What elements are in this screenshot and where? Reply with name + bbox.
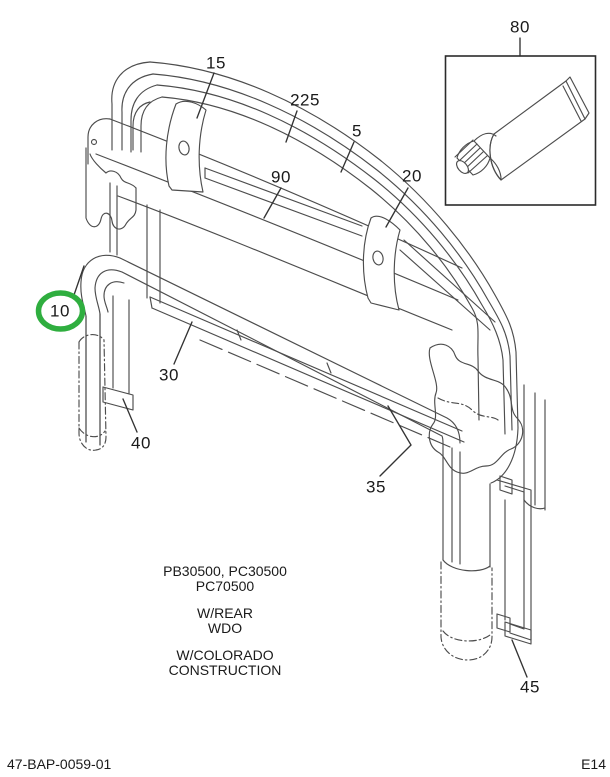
inset-box bbox=[444, 55, 597, 206]
callout-45[interactable]: 45 bbox=[520, 677, 540, 697]
construction-note-line2: CONSTRUCTION bbox=[168, 662, 282, 678]
leader-15 bbox=[196, 72, 215, 119]
leader-35 bbox=[379, 405, 412, 477]
page-reference: E14 bbox=[581, 756, 606, 772]
model-codes: PB30500, PC30500 PC70500 bbox=[163, 564, 287, 594]
callout-225[interactable]: 225 bbox=[290, 90, 320, 110]
right-leg bbox=[440, 427, 519, 661]
model-codes-line2: PC70500 bbox=[195, 578, 255, 594]
callout-20[interactable]: 20 bbox=[402, 166, 422, 186]
callout-80[interactable]: 80 bbox=[510, 17, 530, 37]
callout-40[interactable]: 40 bbox=[131, 433, 151, 453]
leader-20 bbox=[385, 187, 409, 228]
callout-30[interactable]: 30 bbox=[159, 365, 179, 385]
leader-lines bbox=[73, 37, 528, 678]
leader-225 bbox=[285, 110, 298, 143]
construction-note: W/COLORADO CONSTRUCTION bbox=[163, 648, 287, 678]
rib-bracket-left bbox=[165, 100, 207, 193]
window-opening bbox=[146, 204, 465, 448]
rib-bracket-right bbox=[362, 215, 401, 311]
leader-45 bbox=[511, 639, 528, 678]
right-sheetmetal bbox=[428, 343, 546, 511]
construction-note-line1: W/COLORADO bbox=[176, 647, 274, 663]
leader-5 bbox=[340, 141, 355, 173]
right-bracket bbox=[496, 475, 532, 645]
left-legs bbox=[78, 295, 134, 451]
option-note-line2: WDO bbox=[207, 620, 243, 636]
leader-30 bbox=[173, 321, 193, 365]
callout-5[interactable]: 5 bbox=[352, 121, 362, 141]
callout-15[interactable]: 15 bbox=[206, 53, 226, 73]
model-codes-line1: PB30500, PC30500 bbox=[163, 563, 287, 579]
option-note-line1: W/REAR bbox=[196, 605, 253, 621]
top-rail bbox=[111, 61, 519, 435]
callout-10-highlighted[interactable]: 10 bbox=[50, 301, 70, 321]
lower-rail bbox=[80, 254, 461, 446]
sealant-tube-illustration bbox=[454, 76, 590, 181]
highlight-ellipse bbox=[35, 290, 86, 332]
leader-10 bbox=[73, 265, 85, 296]
option-note: W/REAR WDO bbox=[163, 606, 287, 636]
leader-40 bbox=[122, 398, 138, 433]
callout-35[interactable]: 35 bbox=[366, 477, 386, 497]
leader-90 bbox=[263, 187, 282, 219]
window-header bbox=[87, 118, 496, 331]
left-sheetmetal bbox=[85, 147, 137, 256]
figure-number: 47-BAP-0059-01 bbox=[7, 756, 112, 772]
callout-90[interactable]: 90 bbox=[271, 167, 291, 187]
applicability-note: PB30500, PC30500 PC70500 W/REAR WDO W/CO… bbox=[163, 564, 287, 690]
